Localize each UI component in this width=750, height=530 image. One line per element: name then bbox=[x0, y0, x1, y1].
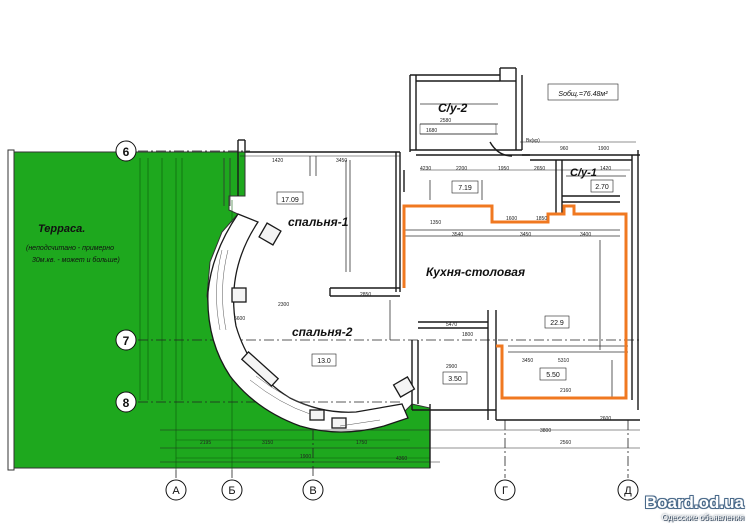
hall-area-box bbox=[451, 180, 479, 194]
dim-text: Вк(кр) bbox=[526, 138, 540, 144]
dim-text: 3540 bbox=[452, 232, 463, 238]
dim-text: 1850 bbox=[536, 216, 547, 222]
axis-col-a: А bbox=[165, 479, 187, 501]
svg-text:В: В bbox=[309, 485, 316, 497]
dim-text: 1420 bbox=[272, 158, 283, 164]
walls bbox=[237, 67, 640, 468]
dim-text: 4360 bbox=[396, 456, 407, 462]
store-area-box bbox=[442, 371, 468, 385]
dimension-lines bbox=[160, 141, 640, 463]
dim-text: 2195 bbox=[200, 440, 211, 446]
store-area: 3.50 bbox=[448, 376, 462, 383]
wc1-area-box bbox=[590, 179, 614, 193]
svg-text:7: 7 bbox=[123, 334, 130, 348]
total-area: Sобщ.=76.48м² bbox=[558, 90, 608, 98]
watermark-site: Board.od.ua bbox=[644, 493, 744, 512]
curved-wall-hatch bbox=[216, 249, 381, 427]
svg-text:Д: Д bbox=[624, 485, 632, 497]
dim-text: 1900 bbox=[300, 454, 311, 460]
axis-col-v: В bbox=[302, 479, 324, 501]
kitchen-label: Кухня-столовая bbox=[426, 265, 525, 279]
terrace-note-2: 30м.кв. - может и больше) bbox=[32, 256, 120, 264]
wc2-label: С/у-2 bbox=[438, 101, 468, 115]
dim-text: 1350 bbox=[430, 220, 441, 226]
dim-text: 2650 bbox=[534, 166, 545, 172]
dim-text: 1950 bbox=[498, 166, 509, 172]
bedroom2-area: 13.0 bbox=[317, 358, 331, 365]
watermark-caption: Одесские объявления bbox=[661, 513, 744, 522]
bedroom1-area: 17.09 bbox=[281, 197, 299, 204]
dim-text: 2560 bbox=[560, 440, 571, 446]
terrace-title: Терраса. bbox=[38, 223, 85, 235]
axis-row-6: 6 bbox=[115, 140, 137, 162]
dim-text: 3450 bbox=[522, 358, 533, 364]
dim-text: 4230 bbox=[420, 166, 431, 172]
wc2-area-box bbox=[419, 123, 497, 135]
terrace-border bbox=[7, 149, 15, 471]
dim-text: 3800 bbox=[540, 428, 551, 434]
corridor-area: 5.50 bbox=[546, 372, 560, 379]
dim-text: 2600 bbox=[600, 416, 611, 422]
dim-text: 1800 bbox=[462, 332, 473, 338]
watermark: Board.od.ua Одесские объявления bbox=[594, 493, 744, 522]
hall-area: 7.19 bbox=[458, 185, 472, 192]
svg-text:Б: Б bbox=[228, 485, 235, 497]
dim-text: 1900 bbox=[598, 146, 609, 152]
bedroom2-area-box bbox=[311, 353, 337, 367]
svg-text:6: 6 bbox=[123, 145, 130, 159]
dim-text: 2580 bbox=[440, 118, 451, 124]
kitchen-area-box bbox=[544, 315, 570, 329]
dim-text: 3450 bbox=[336, 158, 347, 164]
svg-text:Г: Г bbox=[502, 485, 508, 497]
dim-text: 3450 bbox=[520, 232, 531, 238]
corridor-area-box bbox=[539, 367, 567, 381]
svg-text:8: 8 bbox=[123, 396, 130, 410]
dim-text: 2900 bbox=[446, 364, 457, 370]
dim-text: 1600 bbox=[506, 216, 517, 222]
dim-text: 2160 bbox=[560, 388, 571, 394]
bedroom1-area-box bbox=[276, 191, 304, 205]
axis-row-8: 8 bbox=[115, 391, 137, 413]
dim-text: 2200 bbox=[456, 166, 467, 172]
dim-text: 3150 bbox=[262, 440, 273, 446]
dim-text: 1420 bbox=[600, 166, 611, 172]
dim-text: 5600 bbox=[234, 316, 245, 322]
terrace-note-1: (неподсчитано - примерно bbox=[26, 244, 114, 252]
dim-text: 1680 bbox=[426, 128, 437, 134]
dim-text: 5310 bbox=[558, 358, 569, 364]
axis-col-g: Г bbox=[494, 479, 516, 501]
svg-text:А: А bbox=[172, 485, 180, 497]
axis-col-d: Д bbox=[617, 479, 639, 501]
axis-col-b: Б bbox=[221, 479, 243, 501]
kitchen-outline bbox=[402, 204, 628, 400]
dim-text: 2300 bbox=[278, 302, 289, 308]
total-area-box bbox=[547, 83, 619, 101]
dim-text: 960 bbox=[560, 146, 569, 152]
dim-text: 3400 bbox=[580, 232, 591, 238]
bedroom2-label: спальня-2 bbox=[292, 325, 353, 339]
dim-text: 5470 bbox=[446, 322, 457, 328]
kitchen-area: 22.9 bbox=[550, 320, 564, 327]
wc1-area: 2.70 bbox=[595, 184, 609, 191]
dim-text: 2850 bbox=[360, 292, 371, 298]
axis-row-7: 7 bbox=[115, 329, 137, 351]
bedroom1-label: спальня-1 bbox=[288, 215, 349, 229]
wc1-label: С/у-1 bbox=[570, 167, 597, 179]
dim-text: 1750 bbox=[356, 440, 367, 446]
